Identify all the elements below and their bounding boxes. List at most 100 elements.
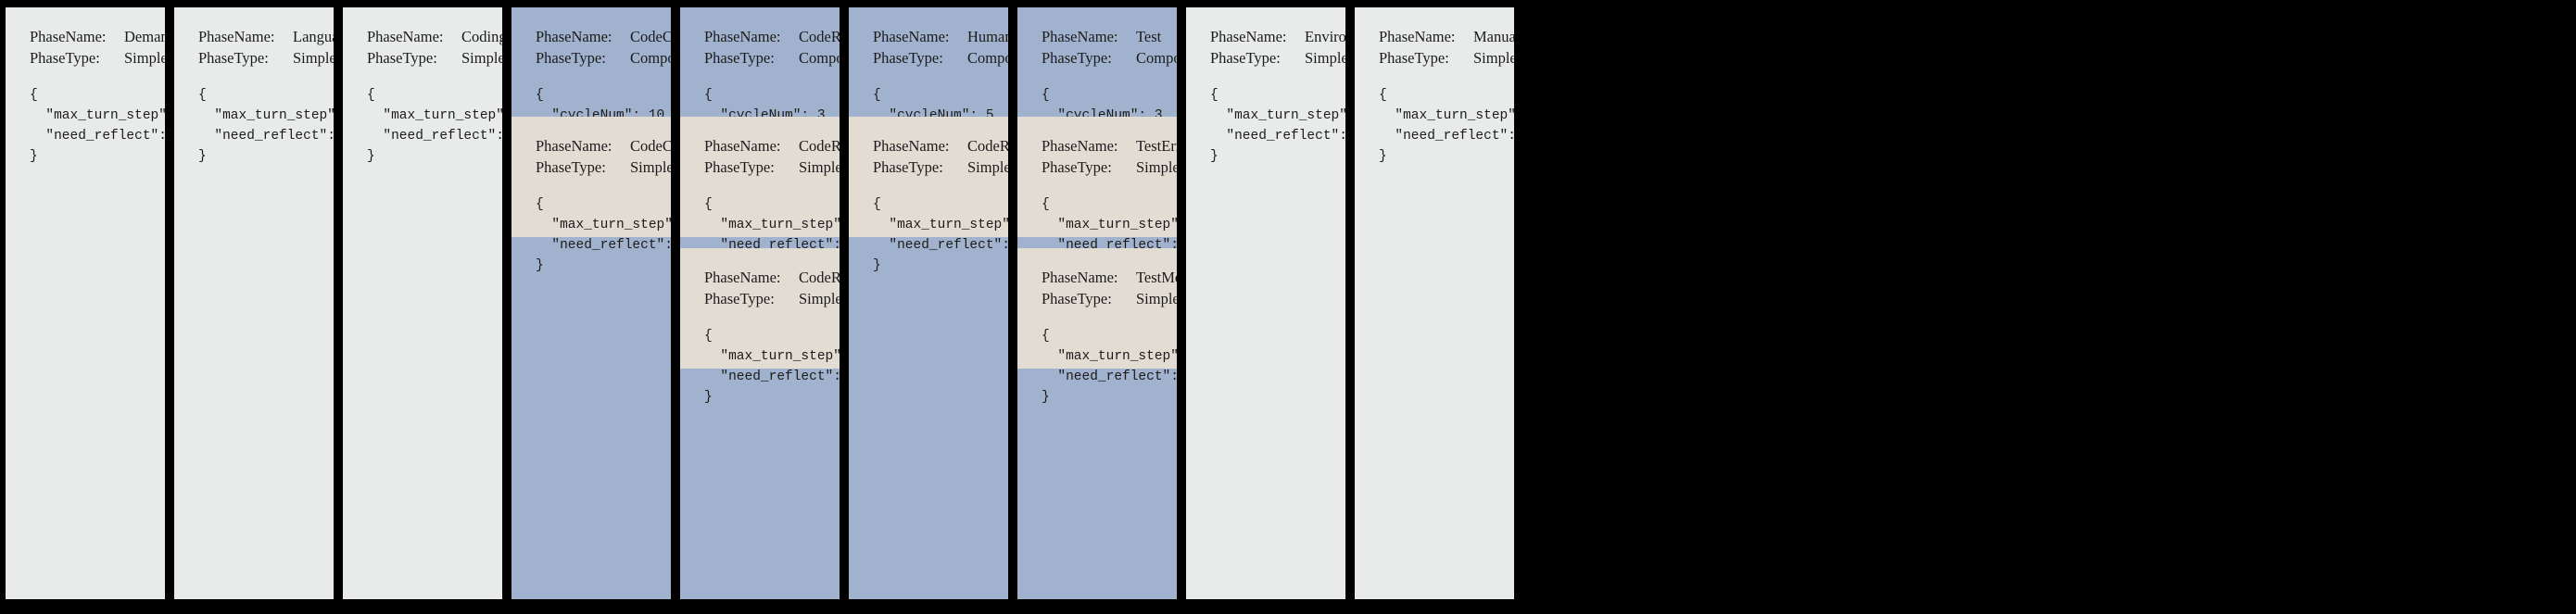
phase-name-label: PhaseName:: [873, 137, 950, 155]
phase-meta-row: PhaseName: Manual: [1379, 26, 1514, 47]
phase-head-card[interactable]: PhaseName:CodeCompleteAllPhaseType:Compo…: [511, 7, 671, 144]
phase-type-label: PhaseType:: [1210, 49, 1281, 68]
phase-meta-row: PhaseName:EnvironmentDoc: [1210, 26, 1345, 47]
phase-type-value: SimplePhase: [799, 158, 840, 177]
phase-head-card[interactable]: PhaseName:DemandAnalysisPhaseType:Simple…: [6, 7, 165, 180]
composed-phase-divider: [1017, 237, 1177, 248]
phase-name-label: PhaseName:: [1042, 269, 1118, 286]
phase-config-json: { "max_turn_step": 1, "need_reflect": "F…: [1042, 328, 1177, 405]
phase-card-body: PhaseName:EnvironmentDocPhaseType: Simple…: [1186, 7, 1345, 180]
phase-name-label: PhaseName:: [704, 137, 781, 155]
phase-type-value: SimplePhase: [124, 49, 165, 68]
phase-nested-card[interactable]: PhaseName: CodeReviewCommentPhaseType: Sim…: [680, 117, 840, 273]
phase-name-label: PhaseName:: [704, 28, 781, 45]
phase-type-value: SimplePhase: [1305, 49, 1345, 68]
composed-phase-divider: [680, 237, 840, 248]
phase-meta-row: PhaseName:HumanAgentInteraction: [873, 26, 1008, 47]
phase-meta-row: PhaseType: ComposedPhase: [873, 47, 1008, 69]
phase-type-label: PhaseType:: [536, 49, 606, 68]
phase-meta-row: PhaseName: TestErrorSummary: [1042, 135, 1177, 157]
phase-meta-row: PhaseType: SimplePhase: [367, 47, 502, 69]
phase-card-body: PhaseName:CodeReviewHumanPhaseType: Simpl…: [849, 117, 1008, 289]
phase-name-value: CodeCompleteAll: [630, 28, 671, 45]
phase-name-value: TestModification: [1136, 269, 1177, 286]
phase-type-label: PhaseType:: [873, 49, 943, 68]
phase-name-label: PhaseName:: [873, 28, 950, 45]
phase-nested-card[interactable]: PhaseName: TestErrorSummaryPhaseType:Simp…: [1017, 117, 1177, 273]
phase-head-card[interactable]: PhaseName:HumanAgentInteractionPhaseType…: [849, 7, 1008, 144]
phase-meta-row: PhaseName:CodeReviewHuman: [873, 135, 1008, 157]
phase-name-value: TestErrorSummary: [1136, 137, 1177, 155]
phase-meta-row: PhaseType:SimplePhase: [1042, 157, 1177, 178]
phase-type-value: SimplePhase: [1473, 49, 1514, 68]
phase-meta-row: PhaseName: TestModification: [1042, 267, 1177, 288]
phase-name-value: Test: [1136, 28, 1162, 45]
phase-head-card[interactable]: PhaseName:EnvironmentDocPhaseType: Simple…: [1186, 7, 1345, 180]
composed-phase-divider: [680, 369, 840, 380]
phase-type-label: PhaseType:: [704, 290, 775, 308]
phase-meta-row: PhaseType: SimplePhase: [873, 157, 1008, 178]
phase-panel-demand-analysis[interactable]: PhaseName:DemandAnalysisPhaseType:Simple…: [6, 7, 165, 599]
phase-name-label: PhaseName:: [536, 28, 612, 45]
phase-head-card[interactable]: PhaseName:CodeReviewPhaseType:ComposedPh…: [680, 7, 840, 144]
phase-config-json: { "max_turn_step": 1, "need_reflect": "T…: [1210, 87, 1345, 164]
composed-phase-divider: [511, 237, 671, 248]
phase-panel-code-complete-all[interactable]: PhaseName:CodeCompleteAllPhaseType:Compo…: [511, 7, 671, 599]
phase-meta-row: PhaseName:CodeReview: [704, 26, 840, 47]
phase-type-label: PhaseType:: [198, 49, 269, 68]
phase-type-label: PhaseType:: [1042, 158, 1112, 177]
phase-head-card[interactable]: PhaseName:LanguageChoosePhaseType:Simple…: [174, 7, 334, 180]
phase-meta-row: PhaseType:SimplePhase: [704, 288, 840, 309]
phase-name-label: PhaseName:: [536, 137, 612, 155]
phase-card-body: PhaseName:CodeReviewPhaseType:ComposedPh…: [680, 7, 840, 159]
phase-config-json: { "max_turn_step": 1, "need_reflect": "F…: [1379, 87, 1514, 164]
phase-meta-row: PhaseType:SimplePhase: [30, 47, 165, 69]
phase-type-value: SimplePhase: [461, 49, 502, 68]
phase-panel-human-agent-interaction[interactable]: PhaseName:HumanAgentInteractionPhaseType…: [849, 7, 1008, 599]
phase-panel-code-review[interactable]: PhaseName:CodeReviewPhaseType:ComposedPh…: [680, 7, 840, 599]
phase-meta-row: PhaseType:ComposedPhase: [704, 47, 840, 69]
phase-config-json: { "max_turn_step": 1, "need_reflect": "F…: [536, 196, 671, 273]
phase-type-label: PhaseType:: [704, 49, 775, 68]
phase-type-label: PhaseType:: [704, 158, 775, 177]
phase-name-value: DemandAnalysis: [124, 28, 165, 45]
phase-type-label: PhaseType:: [367, 49, 437, 68]
phase-meta-row: PhaseName:CodeComplete: [536, 135, 671, 157]
phase-head-card[interactable]: PhaseName: ManualPhaseType:SimplePhase { "…: [1355, 7, 1514, 180]
phase-nested-card[interactable]: PhaseName:CodeReviewModificationPhaseTyp…: [680, 248, 840, 405]
phase-nested-card[interactable]: PhaseName:CodeCompletePhaseType:SimplePh…: [511, 117, 671, 273]
phase-panel-language-choose[interactable]: PhaseName:LanguageChoosePhaseType:Simple…: [174, 7, 334, 599]
phase-config-json: { "max_turn_step": -1, "need_reflect": "…: [30, 87, 165, 164]
phase-name-label: PhaseName:: [1210, 28, 1287, 45]
phase-card-body: PhaseName:DemandAnalysisPhaseType:Simple…: [6, 7, 165, 180]
panel-filler: [6, 180, 165, 599]
phase-panel-environment-doc[interactable]: PhaseName:EnvironmentDocPhaseType: Simple…: [1186, 7, 1345, 599]
phase-name-value: CodeReviewComment: [799, 137, 840, 155]
phase-panel-manual[interactable]: PhaseName: ManualPhaseType:SimplePhase { "…: [1355, 7, 1514, 599]
phase-name-label: PhaseName:: [1042, 28, 1118, 45]
phase-type-label: PhaseType:: [1042, 290, 1112, 308]
phase-meta-row: PhaseName: CodeReviewComment: [704, 135, 840, 157]
phase-meta-row: PhaseType:SimplePhase: [1379, 47, 1514, 69]
phase-type-value: SimplePhase: [967, 158, 1008, 177]
phase-type-label: PhaseType:: [873, 158, 943, 177]
phase-meta-row: PhaseName:Coding: [367, 26, 502, 47]
phase-name-value: Manual: [1473, 28, 1514, 45]
phase-nested-card[interactable]: PhaseName:CodeReviewHumanPhaseType: Simpl…: [849, 117, 1008, 273]
phase-type-value: SimplePhase: [293, 49, 334, 68]
phase-meta-row: PhaseType:ComposedPhase: [1042, 47, 1177, 69]
phase-meta-row: PhaseType: SimplePhase: [198, 47, 334, 69]
phase-name-label: PhaseName:: [1042, 137, 1118, 155]
phase-name-label: PhaseName:: [1379, 28, 1456, 45]
phase-nested-card[interactable]: PhaseName:TestModificationPhaseType:Simp…: [1017, 248, 1177, 405]
panel-filler: [511, 248, 671, 599]
phase-type-value: ComposedPhase: [967, 49, 1008, 68]
phase-card-body: PhaseName: TestErrorSummaryPhaseType:Simp…: [1017, 117, 1177, 289]
phase-type-value: ComposedPhase: [1136, 49, 1177, 68]
panel-filler: [849, 248, 1008, 599]
